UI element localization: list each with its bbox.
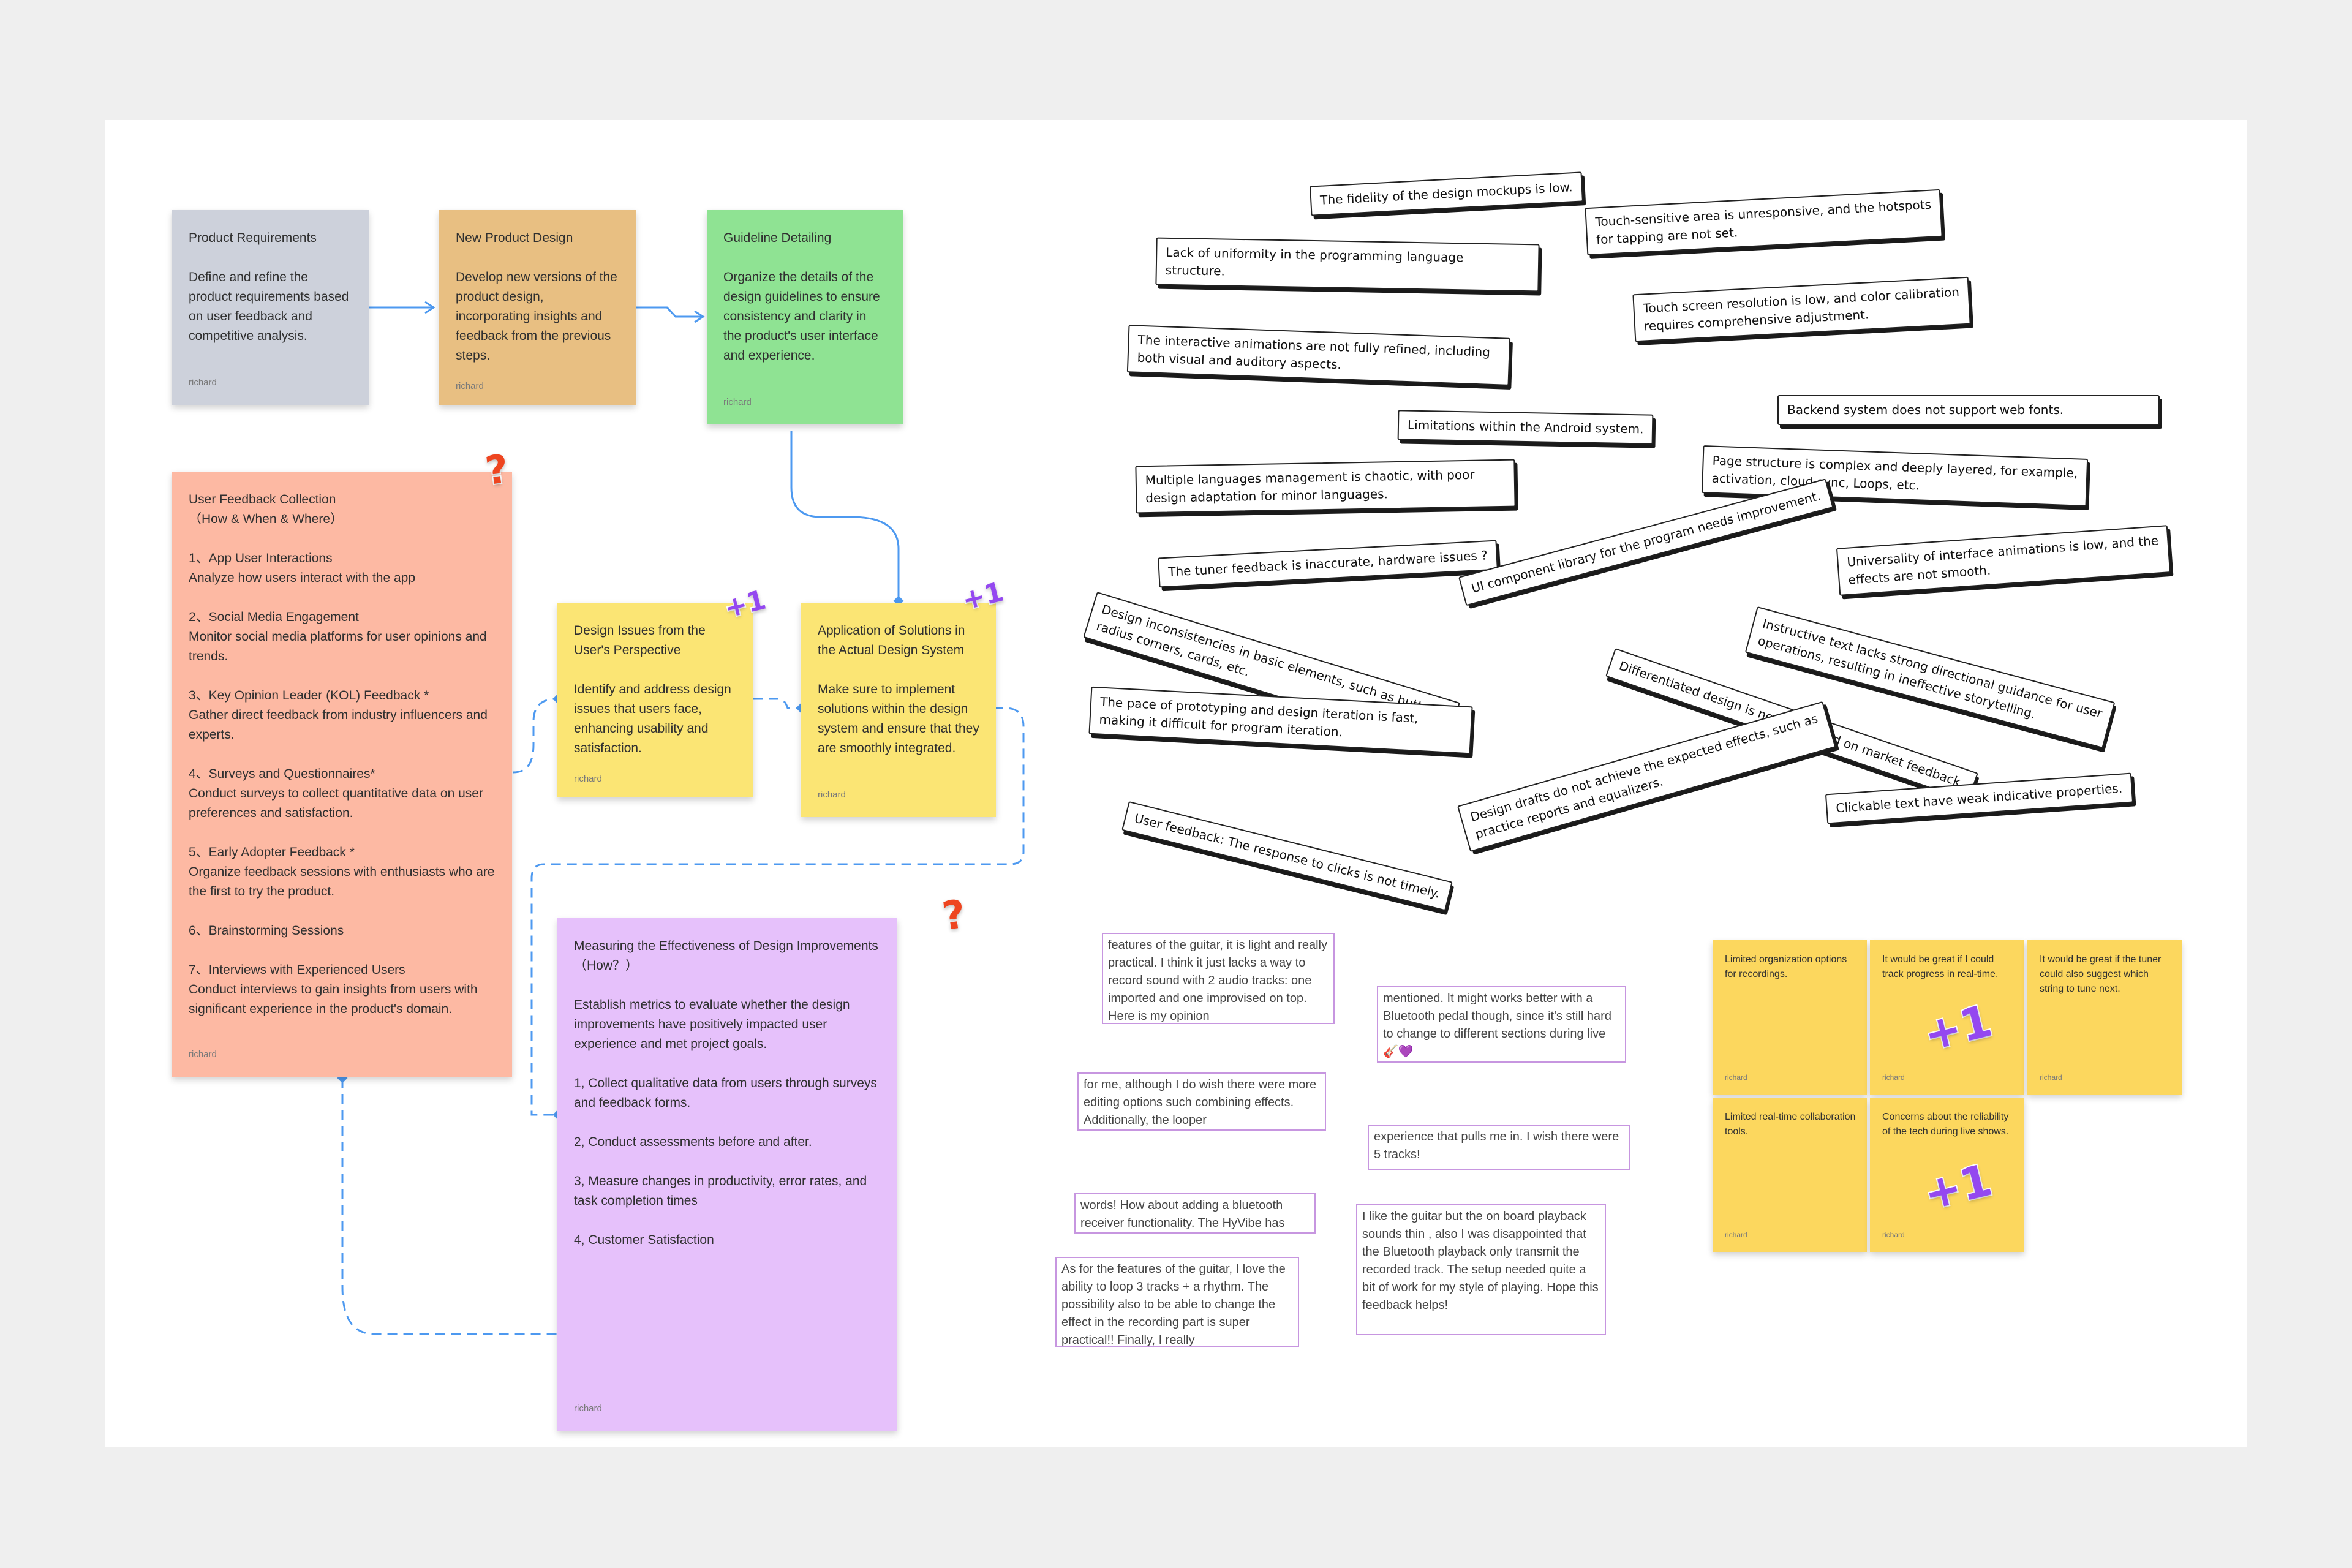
issue-tag[interactable]: Lack of uniformity in the programming la… xyxy=(1155,237,1540,292)
feedback-quote[interactable]: mentioned. It might works better with a … xyxy=(1377,986,1626,1063)
sticky-body: Organize the details of the design guide… xyxy=(723,270,880,363)
sticky-author: richard xyxy=(1725,1231,1747,1239)
connector-issues-to-application xyxy=(753,698,801,709)
issue-tag[interactable]: Multiple languages management is chaotic… xyxy=(1135,459,1516,514)
connector-guideline-to-application xyxy=(790,431,900,601)
sticky-measuring-effectiveness[interactable]: Measuring the Effectiveness of Design Im… xyxy=(557,918,897,1431)
sticky-guideline-detailing[interactable]: Guideline Detailing Organize the details… xyxy=(707,210,903,424)
sticky-title: Guideline Detailing xyxy=(723,231,832,245)
sticky-author: richard xyxy=(2040,1073,2062,1082)
sticky-title: User Feedback Collection （How & When & W… xyxy=(189,492,344,526)
sticky-title: Product Requirements xyxy=(189,231,317,245)
sticky-title: Measuring the Effectiveness of Design Im… xyxy=(574,939,878,973)
sticky-application-solutions[interactable]: Application of Solutions in the Actual D… xyxy=(801,603,996,817)
connector-application-to-measuring xyxy=(530,707,1025,1116)
sticky-body: It would be great if I could track progr… xyxy=(1882,954,1999,979)
sticky-request[interactable]: It would be great if the tuner could als… xyxy=(2027,940,2182,1095)
sticky-author: richard xyxy=(456,381,484,391)
sticky-author: richard xyxy=(574,1403,602,1414)
sticky-body: Establish metrics to evaluate whether th… xyxy=(574,998,877,1247)
sticky-request[interactable]: Limited organization options for recordi… xyxy=(1713,940,1867,1095)
sticky-body: Identify and address design issues that … xyxy=(574,682,731,755)
sticky-author: richard xyxy=(1725,1073,1747,1082)
sticky-author: richard xyxy=(574,774,602,784)
connector-feedback-to-issues xyxy=(513,698,558,774)
sticky-author: richard xyxy=(189,1049,217,1060)
feedback-quote[interactable]: words! How about adding a bluetooth rece… xyxy=(1074,1193,1316,1234)
arrow-design-to-guideline xyxy=(633,306,702,318)
sticky-body: It would be great if the tuner could als… xyxy=(2040,954,2162,994)
sticky-body: Define and refine the product requiremen… xyxy=(189,270,349,343)
arrow-requirements-to-design-head xyxy=(424,301,435,314)
sticky-body: 1、App User Interactions Analyze how user… xyxy=(189,551,495,1016)
issue-tag[interactable]: Backend system does not support web font… xyxy=(1777,395,2160,425)
sticky-author: richard xyxy=(1882,1231,1905,1239)
sticky-body: Limited organization options for recordi… xyxy=(1725,954,1847,979)
sticky-author: richard xyxy=(1882,1073,1905,1082)
sticky-body: Concerns about the reliability of the te… xyxy=(1882,1112,2009,1137)
sticky-request[interactable]: It would be great if I could track progr… xyxy=(1870,940,2024,1095)
sticky-user-feedback-collection[interactable]: User Feedback Collection （How & When & W… xyxy=(172,472,512,1077)
sticky-new-product-design[interactable]: New Product Design Develop new versions … xyxy=(439,210,636,405)
sticky-body: Make sure to implement solutions within … xyxy=(818,682,979,755)
sticky-product-requirements[interactable]: Product Requirements Define and refine t… xyxy=(172,210,369,405)
sticky-body: Limited real-time collaboration tools. xyxy=(1725,1112,1856,1137)
sticky-request[interactable]: Concerns about the reliability of the te… xyxy=(1870,1098,2024,1252)
sticky-title: Design Issues from the User's Perspectiv… xyxy=(574,624,706,657)
feedback-quote[interactable]: experience that pulls me in. I wish ther… xyxy=(1368,1125,1630,1170)
issue-tag[interactable]: Limitations within the Android system. xyxy=(1397,410,1654,445)
sticky-request[interactable]: Limited real-time collaboration tools. r… xyxy=(1713,1098,1867,1252)
sticky-author: richard xyxy=(723,397,752,407)
sticky-author: richard xyxy=(189,377,217,388)
sticky-author: richard xyxy=(818,790,846,800)
feedback-quote[interactable]: As for the features of the guitar, I lov… xyxy=(1055,1257,1299,1348)
feedback-quote[interactable]: I like the guitar but the on board playb… xyxy=(1356,1204,1606,1335)
arrow-design-to-guideline-head xyxy=(694,310,705,323)
sticky-design-issues[interactable]: Design Issues from the User's Perspectiv… xyxy=(557,603,753,797)
feedback-quote[interactable]: for me, although I do wish there were mo… xyxy=(1077,1072,1326,1131)
sticky-title: Application of Solutions in the Actual D… xyxy=(818,624,965,657)
whiteboard-canvas[interactable]: Product Requirements Define and refine t… xyxy=(105,120,2247,1447)
sticky-body: Develop new versions of the product desi… xyxy=(456,270,617,363)
sticky-title: New Product Design xyxy=(456,231,573,245)
feedback-quote[interactable]: features of the guitar, it is light and … xyxy=(1102,933,1335,1024)
